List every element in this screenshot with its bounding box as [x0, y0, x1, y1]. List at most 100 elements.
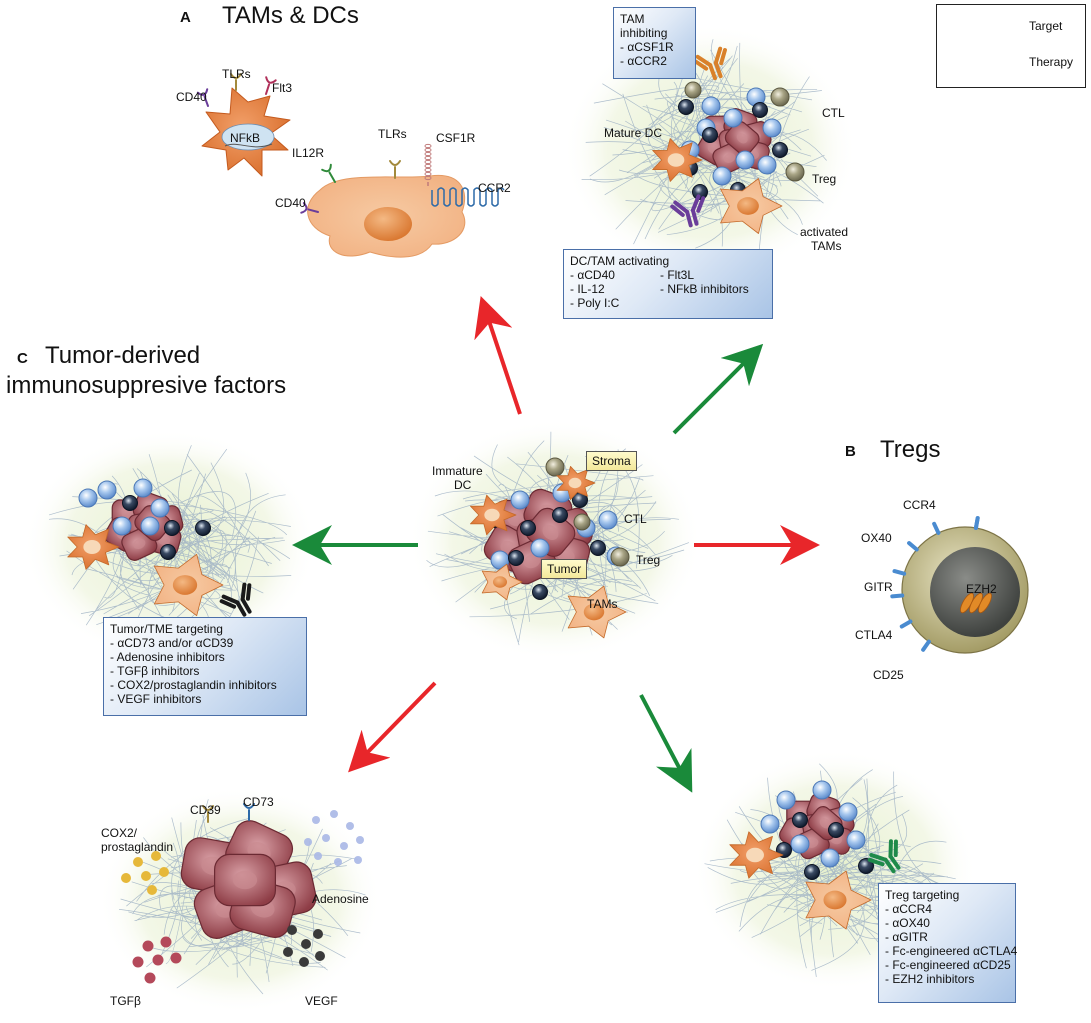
- dc-nfkb-label: NFkB: [230, 131, 260, 145]
- immune-cell-body: [532, 584, 548, 600]
- receptor-stem: [307, 208, 319, 213]
- receptor-stem: [328, 171, 336, 183]
- treg-cell-body: [545, 457, 565, 477]
- legend-target-label: Target: [1029, 19, 1063, 33]
- ctl-cell-body: [762, 118, 782, 138]
- immune-cell-body: [858, 858, 874, 874]
- receptor-stem: [203, 95, 209, 107]
- antibody-icon: [219, 582, 252, 617]
- treg-cd25-label: CD25: [873, 668, 904, 682]
- ctl-cell: [760, 814, 780, 834]
- treg-surface-receptor: [892, 569, 907, 576]
- receptor-icon: [321, 163, 336, 183]
- immune-cell-body: [792, 812, 808, 828]
- ctl-cell-body: [846, 830, 866, 850]
- adenosine-molecule: [330, 810, 338, 818]
- macrophage-cell: [720, 178, 783, 234]
- immune-cell: [532, 584, 548, 600]
- bl-cd39-label: CD39: [190, 803, 221, 817]
- receptor-head: [300, 202, 308, 214]
- ctl-cell: [510, 490, 530, 510]
- antibody-arm: [719, 48, 727, 66]
- prostaglandin-molecule: [159, 867, 169, 877]
- tam-inhibiting-box: TAM inhibiting - αCSF1R - αCCR2: [613, 7, 696, 79]
- tam-il12r-label: IL12R: [292, 146, 325, 160]
- center-ctl-label: CTL: [624, 512, 647, 526]
- panel-a-letter: A: [180, 9, 191, 26]
- panel-b-title: Tregs: [880, 436, 941, 463]
- antibody-arm: [713, 46, 723, 65]
- treg-cell-body: [610, 547, 630, 567]
- immune-cell-body: [195, 520, 211, 536]
- treg-box-title: Treg targeting: [885, 888, 960, 902]
- ezh2-chromatin: [978, 592, 992, 614]
- adenosine-molecule: [312, 816, 320, 824]
- adenosine-molecule: [340, 842, 348, 850]
- ctl-cell: [598, 510, 618, 530]
- ctl-cell-body: [735, 150, 755, 170]
- bl-tgfb-label: TGFβ: [110, 994, 141, 1008]
- ctl-cell-body: [760, 814, 780, 834]
- antibody-arm: [245, 583, 252, 601]
- immune-cell: [552, 507, 568, 523]
- dendritic-cell-nucleus: [221, 123, 275, 151]
- ctl-cell: [701, 96, 721, 116]
- dendritic-cell: [556, 466, 596, 500]
- treg-cell-body: [785, 162, 805, 182]
- adenosine-molecule: [356, 836, 364, 844]
- receptor-head: [202, 805, 214, 811]
- tumor-cell-nucleus: [736, 132, 748, 144]
- immune-cell: [520, 520, 536, 536]
- antibody-stem: [685, 209, 693, 228]
- treg-box-item: - αGITR: [885, 930, 928, 944]
- antibody-stem: [235, 600, 247, 617]
- ctl-cell-body: [838, 802, 858, 822]
- ctl-cell-body: [510, 490, 530, 510]
- immune-cell-body: [772, 142, 788, 158]
- receptor-head: [389, 160, 401, 166]
- antibody-stem: [708, 63, 717, 81]
- immune-cell: [752, 102, 768, 118]
- antibody-arm: [670, 204, 685, 218]
- ccr2-receptor: [431, 187, 505, 207]
- ctl-cell: [735, 150, 755, 170]
- receptor-head: [243, 803, 255, 809]
- dendritic-cell: [652, 138, 703, 182]
- ctl-cell: [762, 118, 782, 138]
- immune-cell-body: [702, 127, 718, 143]
- tgfb-molecule: [144, 972, 156, 984]
- treg-box-item: - αOX40: [885, 916, 930, 930]
- antibody-icon: [692, 46, 727, 81]
- dc-flt3-label: Flt3: [272, 81, 293, 95]
- tumor-cell: [724, 121, 760, 156]
- panel-c-letter: C: [17, 350, 28, 367]
- immune-cell: [195, 520, 211, 536]
- dendritic-cell-nucleus: [667, 153, 685, 167]
- dc-tam-activating-box: DC/TAM activating - αCD40 - IL-12 - Poly…: [563, 249, 773, 319]
- immune-cell: [122, 495, 138, 511]
- ctl-cell: [846, 830, 866, 850]
- macrophage-cell: [805, 870, 872, 930]
- center-treg-label: Treg: [636, 553, 661, 567]
- target-arrow-down-left: [348, 681, 437, 773]
- tumor-cell-nucleus: [232, 870, 258, 890]
- tumor-label: Tumor: [547, 562, 582, 576]
- treg-box-item: - EZH2 inhibitors: [885, 972, 975, 986]
- receptor-icon: [196, 88, 209, 107]
- ctl-cell: [838, 802, 858, 822]
- bl-vegf-label: VEGF: [305, 994, 338, 1008]
- dc-box-item: - αCD40: [570, 268, 615, 282]
- tam-cd40-label: CD40: [275, 196, 306, 210]
- tr-ctl-label: CTL: [822, 106, 845, 120]
- antibody-arm: [240, 582, 247, 602]
- dna-strand: [224, 143, 273, 148]
- treg-cell-body: [770, 87, 790, 107]
- immune-cell: [702, 127, 718, 143]
- dendritic-cell-nucleus: [484, 508, 500, 522]
- therapy-arrow-up-right: [672, 343, 764, 435]
- ctl-cell-body: [530, 538, 550, 558]
- treg-box-item: - Fc-engineered αCTLA4: [885, 944, 1018, 958]
- immune-cell-body: [122, 495, 138, 511]
- ctl-cell: [776, 790, 796, 810]
- immune-cell-body: [752, 102, 768, 118]
